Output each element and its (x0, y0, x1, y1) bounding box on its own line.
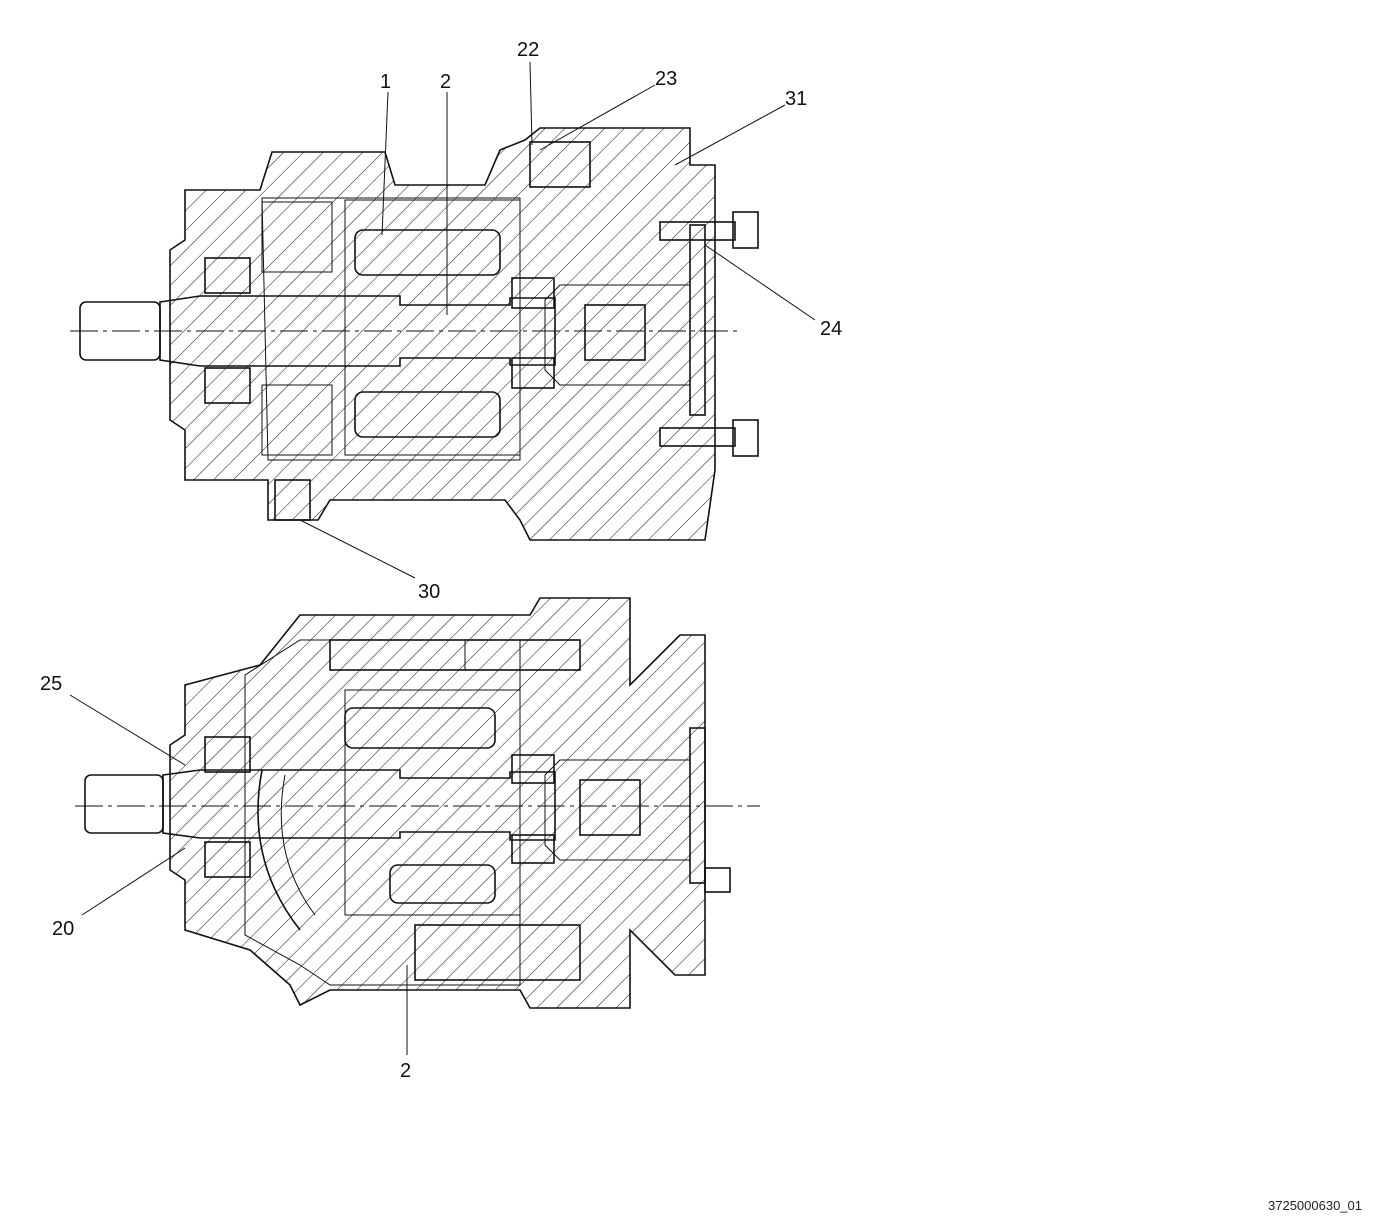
bottom-rear-bearing-upper (511, 754, 555, 784)
top-cylinder-block (344, 199, 521, 456)
bottom-front-bearing-upper (204, 736, 251, 773)
top-swash-upper (261, 201, 333, 273)
top-shaft (159, 295, 556, 367)
top-piston-lower (354, 391, 501, 438)
callout-24: 24 (820, 318, 842, 340)
top-bolt-head-lower (732, 419, 759, 457)
bottom-piston-upper (344, 707, 496, 749)
top-rear-bearing-upper (511, 277, 555, 309)
bottom-shaft-stub (84, 774, 164, 834)
callout-2-top: 2 (440, 71, 451, 93)
leader-lines (69, 61, 816, 1055)
callout-2-bottom: 2 (400, 1060, 411, 1082)
bottom-control-piston-lower (414, 924, 581, 981)
callout-30: 30 (418, 581, 440, 603)
document-id: 3725000630_01 (1268, 1198, 1362, 1213)
bottom-cylinder-block (344, 689, 521, 916)
top-housing (169, 127, 716, 541)
callout-25: 25 (40, 673, 62, 695)
bottom-view (75, 597, 760, 1009)
bottom-rear-bearing-lower (511, 834, 555, 864)
bottom-bolt (704, 867, 731, 893)
top-coupling (584, 304, 646, 361)
bottom-front-bearing-lower (204, 841, 251, 878)
top-rear-bearing-lower (511, 357, 555, 389)
bottom-piston-lower (389, 864, 496, 904)
top-front-bearing-upper (204, 257, 251, 294)
top-plug (529, 141, 591, 188)
callout-31: 31 (785, 88, 807, 110)
top-bolt-head-upper (732, 211, 759, 249)
callout-1: 1 (380, 71, 391, 93)
bottom-swash-arc (257, 769, 301, 931)
bottom-control-rod-top (464, 639, 581, 671)
bottom-swash-arc-inner (280, 774, 316, 916)
top-cover-plate (689, 224, 706, 416)
top-bolt-upper (659, 221, 736, 241)
top-drain-port (274, 479, 311, 521)
callouts: 1 2 22 23 31 24 30 25 20 2 (40, 39, 842, 1082)
bottom-coupling (579, 779, 641, 836)
top-swash-lower (261, 384, 333, 456)
bottom-shaft (162, 769, 556, 841)
callout-22: 22 (517, 39, 539, 61)
callout-23: 23 (655, 68, 677, 90)
top-inner-cavity (261, 197, 521, 461)
top-bolt-lower (659, 427, 736, 447)
top-front-bearing-lower (204, 367, 251, 404)
bottom-housing (169, 597, 706, 1009)
top-view (70, 127, 759, 541)
callout-20: 20 (52, 918, 74, 940)
top-piston-upper (354, 229, 501, 276)
